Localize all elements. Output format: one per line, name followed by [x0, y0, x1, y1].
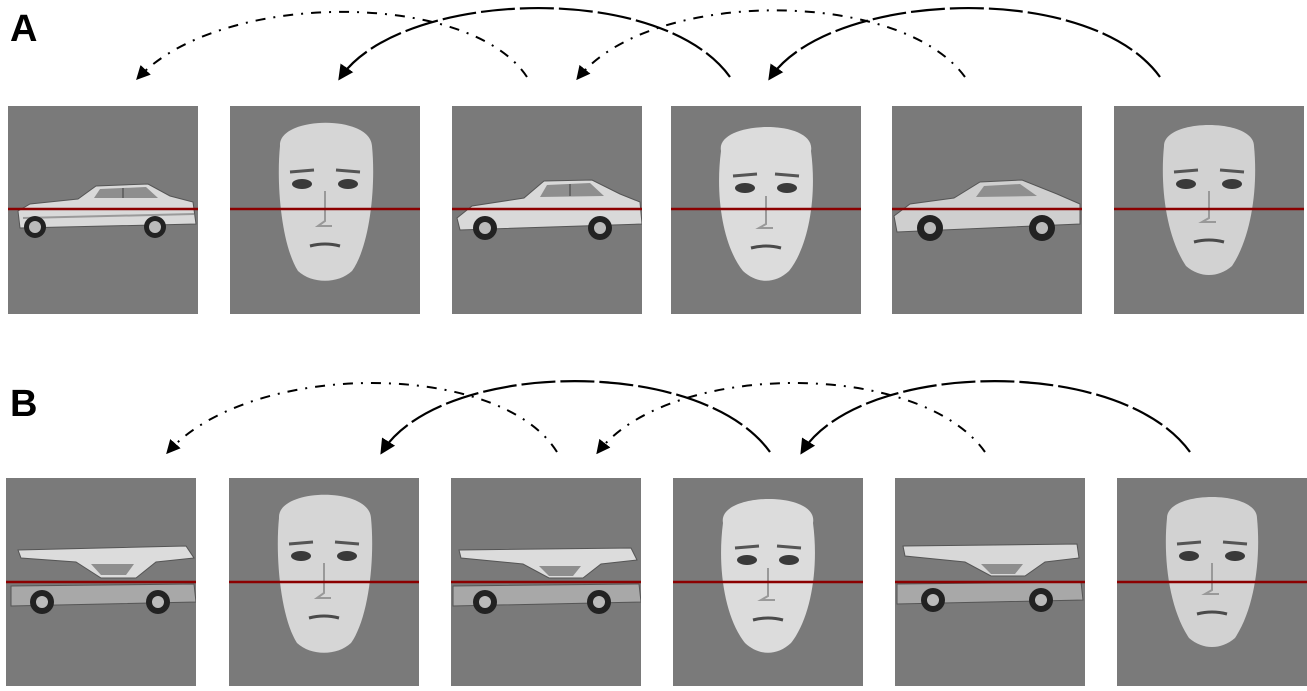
- panel-b-arrow-5-to-3: [596, 382, 986, 455]
- panel-b-face-tile-6: [1117, 478, 1307, 686]
- panel-a-car-tile-5: [892, 106, 1082, 314]
- panel-b-label: B: [10, 383, 38, 425]
- panel-a-face-tile-2: [230, 106, 420, 314]
- face-image: [229, 494, 419, 653]
- panel-b-arrow-4-to-2: [380, 380, 771, 455]
- face-image: [1117, 497, 1307, 647]
- car-image: [452, 179, 642, 240]
- car-image: [8, 183, 198, 238]
- panel-b-face-tile-4: [673, 478, 863, 686]
- panel-b-car-tile-5: [895, 478, 1085, 686]
- panel-a-arrow-4-to-2: [338, 6, 731, 81]
- face-image: [230, 122, 420, 281]
- car-image: [892, 179, 1082, 241]
- panel-b-arrow-6-to-4: [800, 380, 1191, 455]
- car-image: [451, 547, 641, 614]
- panel-a-arrow-5-to-3: [576, 9, 966, 81]
- face-image: [673, 498, 863, 653]
- car-image: [895, 543, 1085, 612]
- face-image: [671, 126, 861, 281]
- panel-a-face-tile-6: [1114, 106, 1304, 314]
- panel-b-face-tile-2: [229, 478, 419, 686]
- panel-a-arrow-6-to-4: [768, 6, 1161, 81]
- face-image: [1114, 125, 1304, 275]
- panel-a-car-tile-3: [452, 106, 642, 314]
- panel-b-car-tile-1: [6, 478, 196, 686]
- panel-b-car-tile-3: [451, 478, 641, 686]
- panel-b-arrow-3-to-1: [166, 382, 558, 455]
- car-image: [6, 545, 196, 614]
- panel-a-car-tile-1: [8, 106, 198, 314]
- panel-a-face-tile-4: [671, 106, 861, 314]
- panel-a-arrow-3-to-1: [136, 10, 528, 81]
- panel-a-label: A: [10, 8, 38, 50]
